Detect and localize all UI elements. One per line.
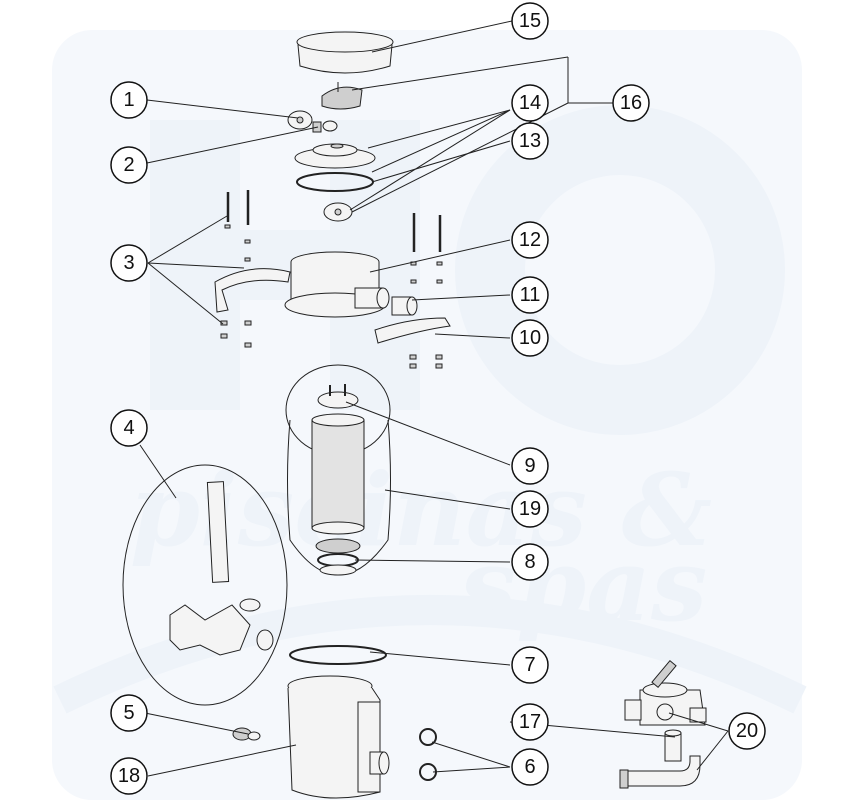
- part-7-o-ring: [289, 645, 387, 665]
- callout-8: 8: [511, 543, 549, 581]
- callout-10: 10: [511, 319, 549, 357]
- callout-1-number: 1: [123, 89, 134, 111]
- part-20-multiport-valve: [624, 659, 707, 726]
- parts: [122, 31, 707, 799]
- part-11-union: [391, 296, 418, 316]
- callout-11-number: 11: [520, 284, 541, 306]
- callout-1: 1: [110, 81, 148, 119]
- callout-10-number: 10: [519, 327, 541, 349]
- callout-9: 9: [511, 447, 549, 485]
- watermark: piscinas & spas: [52, 30, 807, 800]
- callout-12-number: 12: [519, 229, 541, 251]
- leader-14a: [367, 109, 511, 149]
- callout-5-number: 5: [123, 702, 134, 724]
- watermark-wave: [53, 595, 807, 714]
- callout-17: 17: [511, 703, 549, 741]
- leader-5: [144, 712, 249, 735]
- leader-12: [369, 239, 511, 273]
- leader-8: [354, 559, 511, 563]
- leader-20b: [696, 730, 729, 771]
- part-15-lid-ring: [296, 31, 394, 74]
- callout-13-number: 13: [519, 130, 541, 152]
- callout-4-number: 4: [123, 417, 134, 439]
- part-10-clamp-right: [374, 317, 451, 344]
- callout-18: 18: [110, 757, 148, 795]
- callout-7-number: 7: [524, 654, 535, 676]
- callout-3: 3: [110, 244, 148, 282]
- callout-20: 20: [728, 712, 766, 750]
- part-3-bolts: [220, 190, 443, 369]
- leader-19: [384, 489, 511, 510]
- part-5-plug: [232, 727, 261, 741]
- leader-1: [146, 99, 299, 119]
- callout-16: 16: [612, 84, 650, 122]
- part-14-lid: [294, 143, 376, 169]
- callout-11: 11: [511, 276, 549, 314]
- callout-13: 13: [511, 122, 549, 160]
- callout-7: 7: [511, 646, 549, 684]
- part-19-cartridge: [285, 364, 391, 576]
- leader-9: [345, 401, 511, 466]
- part-6-o-ring-a: [419, 728, 437, 746]
- callout-4: 4: [110, 409, 148, 447]
- watermark-line2: spas: [459, 526, 707, 644]
- part-3-clamp-left: [214, 268, 291, 313]
- leader-18: [147, 744, 297, 777]
- leader-10: [434, 333, 511, 339]
- leader-14c: [349, 109, 511, 211]
- part-16-lower-fitting: [323, 202, 353, 222]
- leader-3a: [147, 215, 228, 264]
- part-18-tank: [287, 675, 390, 799]
- callouts: 1 2 3 4 5 6 7 8 9 10 11 12 13 14 15 16 1…: [110, 2, 766, 795]
- callout-19-number: 19: [519, 498, 541, 520]
- callout-17-number: 17: [519, 711, 541, 733]
- watermark-letter-o: [455, 105, 785, 435]
- callout-15: 15: [511, 2, 549, 40]
- leader-6b: [432, 766, 511, 773]
- callout-6-number: 6: [524, 756, 535, 778]
- leader-3c: [147, 262, 224, 325]
- leader-14b: [371, 109, 511, 173]
- leader-2: [146, 126, 319, 164]
- leader-11: [411, 294, 511, 301]
- part-17-pipe: [664, 729, 682, 762]
- leader-7: [369, 651, 511, 666]
- callout-15-number: 15: [519, 10, 541, 32]
- part-20-elbow: [619, 755, 701, 789]
- leader-16b: [351, 56, 569, 91]
- callout-20-number: 20: [736, 720, 758, 742]
- leader-15: [371, 20, 513, 53]
- callout-8-number: 8: [524, 551, 535, 573]
- part-12-upper-body: [284, 251, 390, 318]
- leader-3b: [147, 262, 245, 269]
- callout-18-number: 18: [118, 765, 140, 787]
- callout-6: 6: [511, 748, 549, 786]
- part-9-cartridge-cap: [317, 384, 359, 409]
- callout-2: 2: [110, 146, 148, 184]
- leader-20a: [668, 712, 729, 732]
- leader-lines: [139, 20, 729, 777]
- callout-16-number: 16: [620, 92, 642, 114]
- callout-12: 12: [511, 221, 549, 259]
- part-16-handle: [321, 82, 363, 110]
- callout-3-number: 3: [123, 252, 134, 274]
- callout-5: 5: [110, 694, 148, 732]
- callout-9-number: 9: [524, 455, 535, 477]
- callout-14: 14: [511, 84, 549, 122]
- leader-4: [139, 444, 177, 499]
- callout-2-number: 2: [123, 154, 134, 176]
- callout-14-number: 14: [519, 92, 541, 114]
- callout-19: 19: [511, 490, 549, 528]
- leader-6a: [431, 741, 511, 768]
- part-4-manifold: [122, 464, 288, 706]
- leader-13: [371, 140, 511, 183]
